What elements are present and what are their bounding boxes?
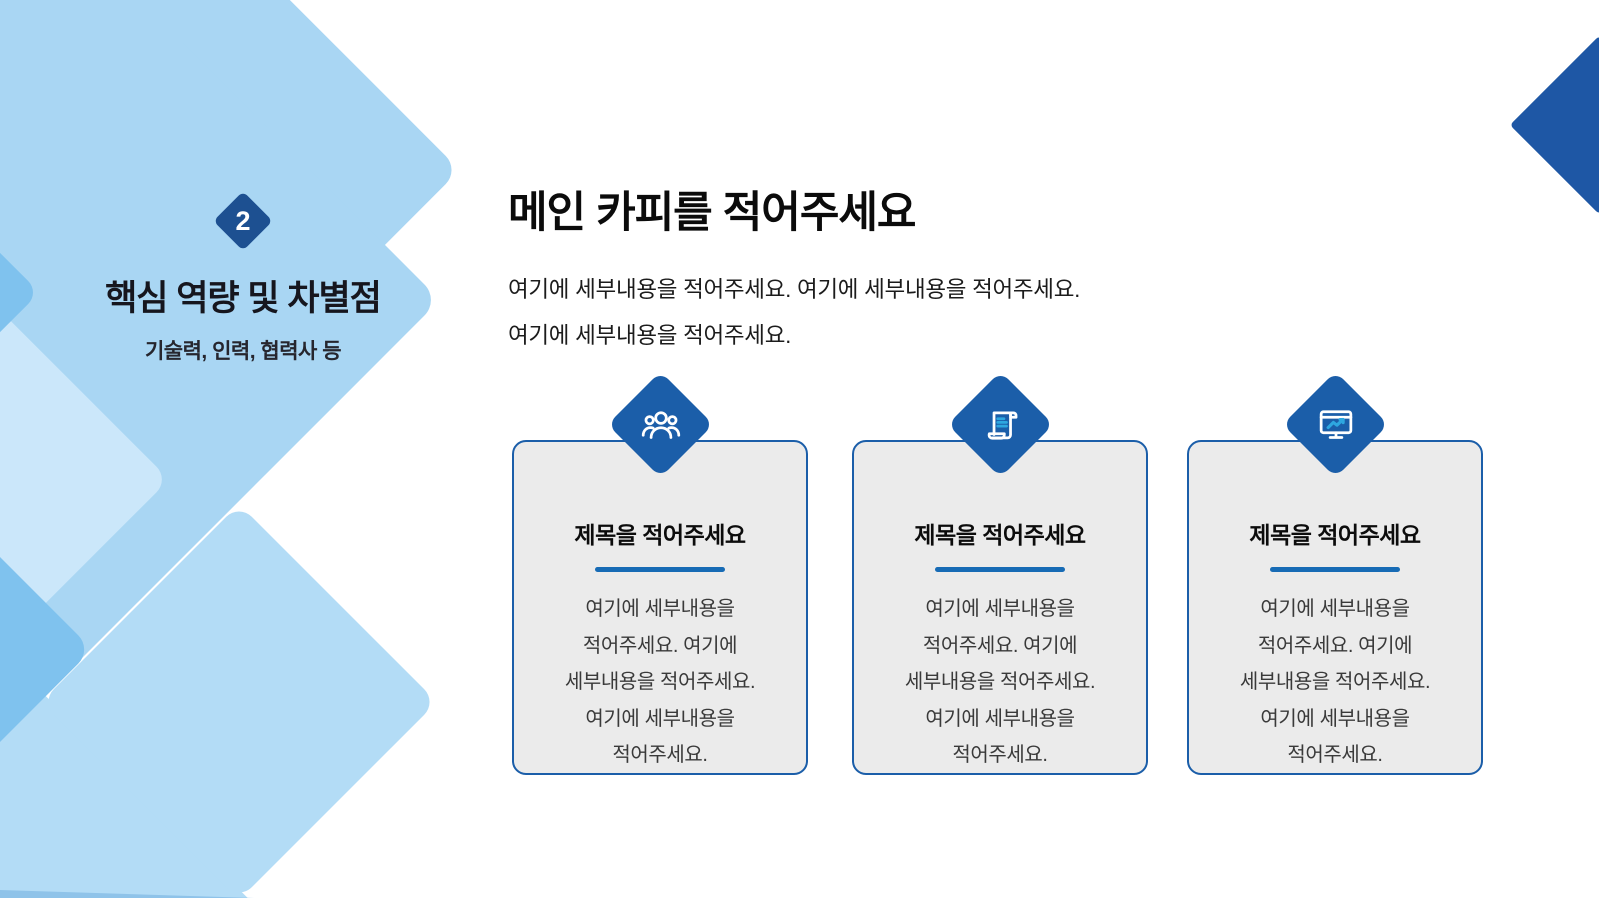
info-card-3: 제목을 적어주세요 여기에 세부내용을 적어주세요. 여기에 세부내용을 적어주… — [1187, 371, 1483, 775]
info-card-2: 제목을 적어주세요 여기에 세부내용을 적어주세요. 여기에 세부내용을 적어주… — [852, 371, 1148, 775]
people-group-icon — [623, 387, 698, 462]
card-1-title: 제목을 적어주세요 — [574, 522, 746, 548]
card-1-body: 여기에 세부내용을 적어주세요. 여기에 세부내용을 적어주세요. 여기에 세부… — [564, 598, 756, 766]
main-copy-body: 여기에 세부내용을 적어주세요. 여기에 세부내용을 적어주세요. 여기에 세부… — [508, 277, 1081, 348]
deco-sliver-bottomleft — [0, 890, 254, 898]
card-3-title: 제목을 적어주세요 — [1249, 522, 1421, 548]
card-2-icon-diamond — [947, 371, 1054, 478]
card-3-body: 여기에 세부내용을 적어주세요. 여기에 세부내용을 적어주세요. 여기에 세부… — [1239, 598, 1431, 766]
card-2-title: 제목을 적어주세요 — [914, 522, 1086, 548]
main-copy-title: 메인 카피를 적어주세요 — [508, 189, 916, 237]
monitor-chart-icon — [1298, 387, 1373, 462]
section-number-badge: 2 — [213, 191, 273, 251]
scroll-document-icon — [963, 387, 1038, 462]
section-subtitle: 기술력, 인력, 협력사 등 — [144, 340, 342, 363]
section-badge-wrap: 2 — [43, 191, 443, 254]
section-title: 핵심 역량 및 차별점 — [105, 279, 382, 318]
card-2-body: 여기에 세부내용을 적어주세요. 여기에 세부내용을 적어주세요. 여기에 세부… — [904, 598, 1096, 766]
section-header: 2 핵심 역량 및 차별점 기술력, 인력, 협력사 등 — [43, 191, 443, 365]
section-number: 2 — [235, 206, 251, 236]
card-3-icon-diamond — [1282, 371, 1389, 478]
card-3-divider — [1270, 567, 1400, 572]
info-card-1: 제목을 적어주세요 여기에 세부내용을 적어주세요. 여기에 세부내용을 적어주… — [512, 371, 808, 775]
card-2-divider — [935, 567, 1065, 572]
card-1-icon-diamond — [607, 371, 714, 478]
card-1-divider — [595, 567, 725, 572]
deco-diamond-dark-topright — [1509, 35, 1599, 215]
